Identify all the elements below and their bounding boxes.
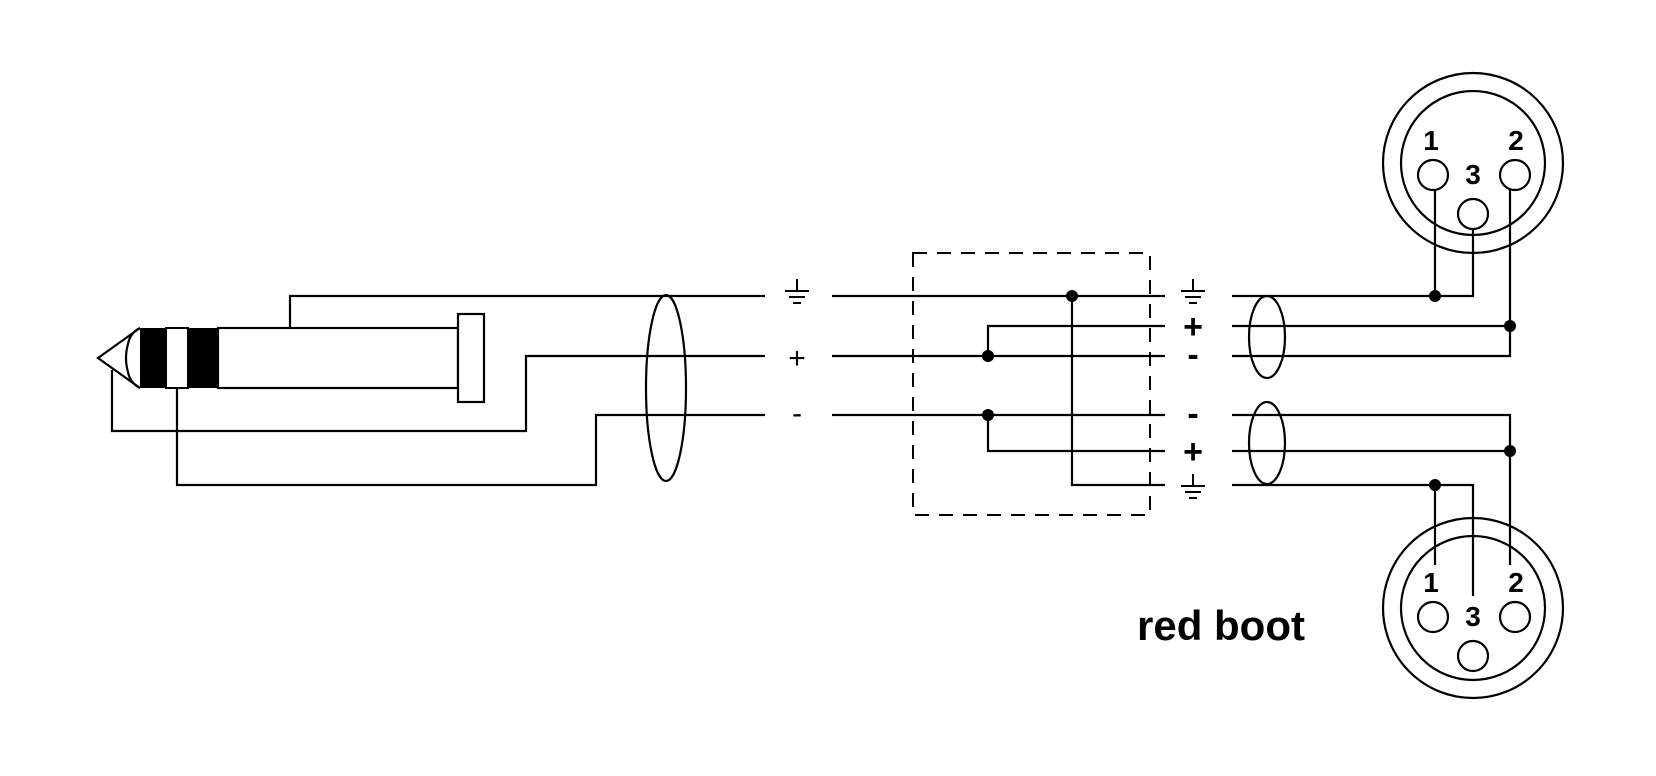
jack-sleeve (216, 326, 460, 390)
cable-shield-upper (1247, 294, 1287, 380)
cable-shield-left (644, 293, 688, 483)
ground-icon (785, 279, 809, 304)
xlr-connector-top: 1 2 3 (1381, 71, 1565, 255)
jack-tip (96, 327, 141, 389)
lower-minus-label: - (1187, 395, 1198, 433)
xlr-pin-1-label: 1 (1423, 567, 1439, 598)
xlr-pin-3 (1456, 639, 1490, 673)
jack-collar (456, 312, 486, 404)
xlr-pin-3-label: 3 (1465, 159, 1481, 190)
xlr-pin-2-label: 2 (1508, 125, 1524, 156)
trs-jack-plug (96, 312, 486, 404)
caption-red-boot: red boot (1137, 602, 1305, 649)
xlr-pin-1 (1416, 600, 1450, 634)
xlr-pin-2-label: 2 (1508, 567, 1524, 598)
upper-plus-label: + (1183, 308, 1203, 346)
upper-output-wires (1232, 290, 1516, 358)
xlr-pin-2 (1498, 600, 1532, 634)
splitter-wires (832, 290, 1165, 487)
xlr-pin-1-label: 1 (1423, 125, 1439, 156)
xlr-pin-3-label: 3 (1465, 601, 1481, 632)
junction-dot (982, 409, 994, 421)
right-labels-upper: + - (1181, 279, 1205, 374)
lower-output-wires (1232, 413, 1516, 491)
xlr-pin-3 (1456, 197, 1490, 231)
top-xlr-wires (1433, 190, 1512, 326)
junction-dot (1066, 290, 1078, 302)
jack-ring-band-2 (165, 327, 189, 389)
lower-plus-label: + (1183, 433, 1203, 471)
xlr-pin-2 (1498, 158, 1532, 192)
jack-wires (110, 294, 765, 487)
left-minus-label: - (792, 397, 802, 430)
jack-ring-band-3 (188, 328, 218, 388)
xlr-pin-1 (1416, 158, 1450, 192)
upper-minus-label: - (1187, 336, 1198, 374)
right-labels-lower: - + (1181, 395, 1205, 499)
ground-icon (1181, 279, 1205, 304)
bottom-xlr-wires (1433, 451, 1512, 596)
ground-icon (1181, 474, 1205, 499)
junction-dot (982, 350, 994, 362)
left-plus-label: + (788, 342, 806, 375)
splitter-box (912, 252, 1151, 516)
jack-ring-band-1 (140, 328, 166, 388)
left-labels: + - (785, 279, 809, 430)
